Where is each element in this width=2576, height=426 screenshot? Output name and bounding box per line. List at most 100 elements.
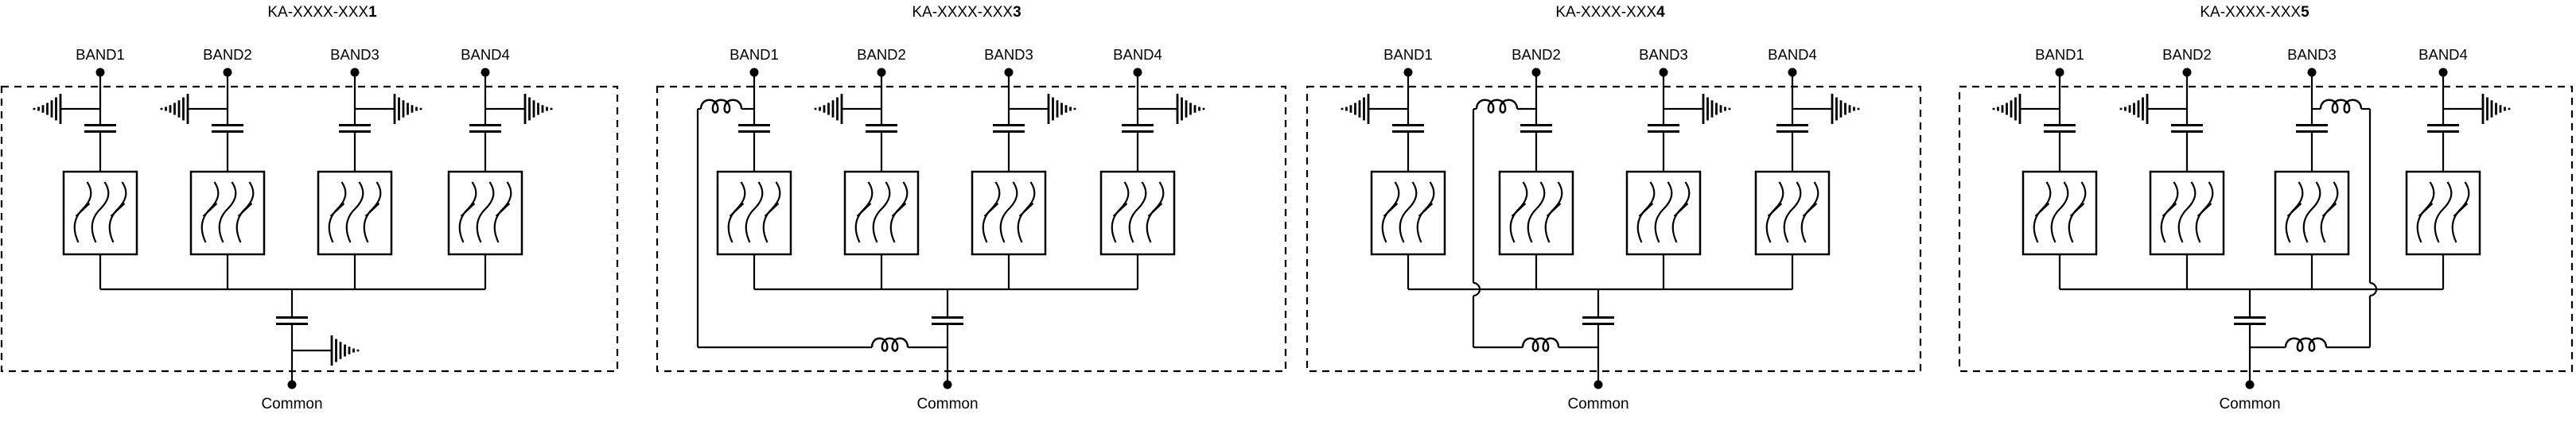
saw-filter-icon <box>1099 170 1175 256</box>
saw-filter-icon <box>843 170 919 256</box>
saw-filter-icon <box>1625 170 1702 256</box>
port-dot <box>2307 68 2316 77</box>
ground-icon <box>160 94 228 124</box>
coupling-inductor-path <box>696 99 948 352</box>
band-column: BAND3 <box>2274 46 2349 289</box>
series-capacitor-icon <box>339 124 371 133</box>
port-dot <box>1133 68 1142 77</box>
common-branch: Common <box>2059 288 2443 412</box>
panel-title: KA-XXXX-XXX4 <box>1555 4 1665 21</box>
inductor-icon <box>1475 99 1519 114</box>
band-column: BAND3 <box>971 46 1076 289</box>
band-column: BAND2 <box>814 46 919 289</box>
saw-filter-icon <box>1370 170 1446 256</box>
band-label: BAND4 <box>461 46 510 63</box>
module-outline <box>656 85 1286 373</box>
series-capacitor-icon <box>276 316 308 325</box>
module-outline <box>1958 85 2573 373</box>
saw-filter-icon <box>2021 170 2097 256</box>
series-capacitor-icon <box>865 124 897 133</box>
common-label: Common <box>1567 396 1628 412</box>
band-label: BAND1 <box>2035 46 2084 63</box>
band-label: BAND4 <box>2418 46 2468 63</box>
ground-icon <box>1137 94 1204 124</box>
module-outline <box>1306 85 1922 373</box>
saw-filter-icon <box>62 170 138 256</box>
saw-filter-icon <box>716 170 792 256</box>
series-capacitor-icon <box>2233 316 2266 325</box>
ground-icon <box>2119 94 2187 124</box>
coupling-inductor-path <box>2249 99 2377 352</box>
series-capacitor-icon <box>1776 124 1808 133</box>
saw-filter-icon <box>1498 170 1574 256</box>
ground-icon <box>1341 94 1408 124</box>
port-dot <box>1004 68 1013 77</box>
inductor-icon <box>2319 99 2362 114</box>
band-label: BAND1 <box>1383 46 1433 63</box>
series-capacitor-icon <box>1582 316 1614 325</box>
series-capacitor-icon <box>1121 124 1154 133</box>
band-column: BAND1 <box>33 46 138 289</box>
series-capacitor-icon <box>2170 124 2203 133</box>
band-column: BAND1 <box>1341 46 1446 289</box>
port-dot <box>287 380 297 389</box>
wire-hop <box>2369 281 2377 297</box>
band-column: BAND2 <box>1498 46 1574 289</box>
band-column: BAND2 <box>2119 46 2224 289</box>
inductor-icon <box>1521 337 1560 352</box>
band-label: BAND2 <box>2162 46 2212 63</box>
inductor-icon <box>2284 337 2327 352</box>
series-capacitor-icon <box>992 124 1025 133</box>
saw-filter-icon <box>2405 170 2481 256</box>
series-capacitor-icon <box>1392 124 1424 133</box>
series-capacitor-icon <box>84 124 116 133</box>
ground-icon <box>1664 94 1731 124</box>
common-label: Common <box>261 396 322 412</box>
series-capacitor-icon <box>212 124 243 133</box>
series-capacitor-icon <box>2426 124 2459 133</box>
wire-hop <box>1473 281 1481 297</box>
ground-icon <box>1992 94 2060 124</box>
series-capacitor-icon <box>737 124 770 133</box>
band-label: BAND4 <box>1113 46 1162 63</box>
port-dot <box>223 68 232 77</box>
ground-icon <box>485 94 553 124</box>
band-column: BAND4 <box>1754 46 1860 289</box>
ground-icon <box>1792 94 1860 124</box>
saw-filter-icon <box>2149 170 2224 256</box>
ground-icon <box>1008 94 1076 124</box>
band-column: BAND4 <box>2405 46 2510 289</box>
inductor-icon <box>870 337 909 352</box>
port-dot <box>877 68 885 77</box>
common-branch: Common <box>100 288 485 412</box>
port-dot <box>943 380 951 389</box>
coupling-inductor-path <box>1472 99 1598 352</box>
saw-filter-icon <box>1754 170 1831 256</box>
band-column: BAND4 <box>447 46 553 289</box>
band-label: BAND2 <box>1512 46 1561 63</box>
series-capacitor-icon <box>931 316 963 325</box>
band-label: BAND1 <box>76 46 125 63</box>
ground-icon <box>355 94 422 124</box>
port-dot <box>1593 380 1603 389</box>
common-branch: Common <box>1408 288 1792 412</box>
saw-filter-icon <box>2274 170 2349 256</box>
port-dot <box>1788 68 1797 77</box>
ground-icon <box>292 335 360 366</box>
series-capacitor-icon <box>2043 124 2076 133</box>
port-dot <box>2245 380 2254 389</box>
series-capacitor-icon <box>1520 124 1552 133</box>
port-dot <box>95 68 105 77</box>
common-label: Common <box>916 396 978 412</box>
port-dot <box>2182 68 2191 77</box>
port-dot <box>749 68 758 77</box>
series-capacitor-icon <box>469 124 501 133</box>
band-label: BAND3 <box>984 46 1033 63</box>
